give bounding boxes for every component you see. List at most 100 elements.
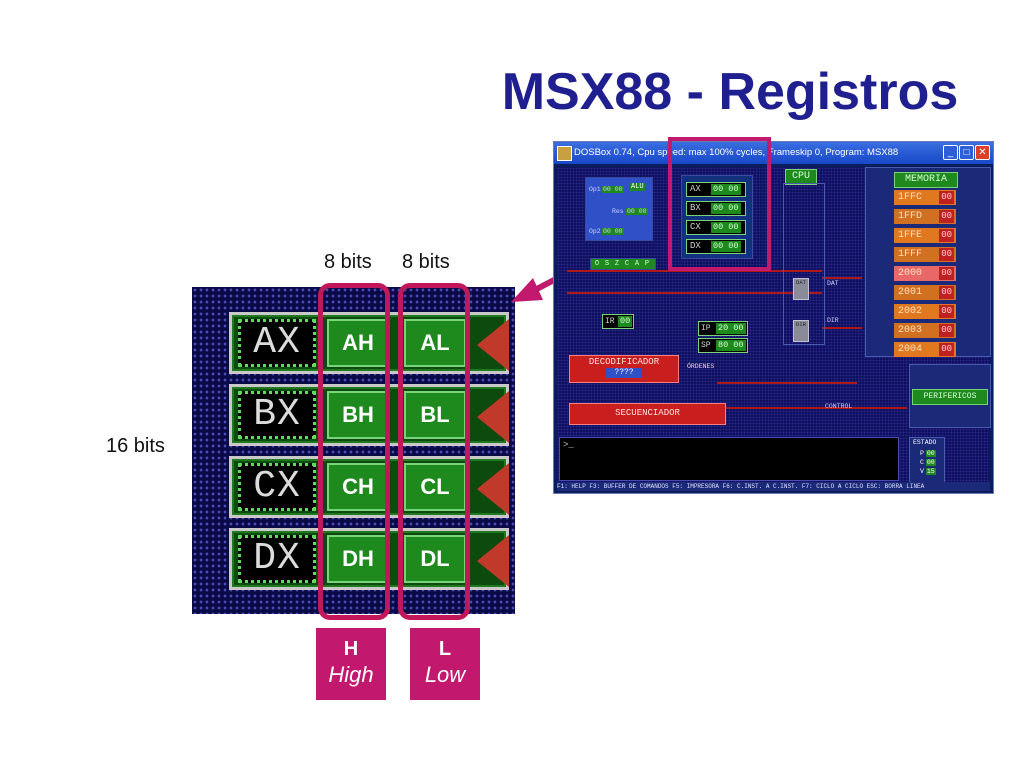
mini-register-name: DX	[690, 241, 701, 251]
ir-name: IR	[605, 317, 615, 326]
maximize-button[interactable]: □	[959, 145, 974, 160]
ordenes-label: ÓRDENES	[687, 363, 715, 370]
memory-address: 2001	[898, 287, 923, 298]
estado-key: C	[920, 459, 924, 466]
register-low-byte: CL	[404, 463, 466, 511]
register-row-dx: DX DH DL	[229, 528, 509, 590]
mini-register-cx: CX 00 00	[686, 220, 746, 235]
mini-register-bx: BX 00 00	[686, 201, 746, 216]
bus-wire	[717, 382, 857, 384]
alu-block: Op1 00 00 ALU Res 00 00 Op2 00 00	[585, 177, 653, 241]
register-low-byte: DL	[404, 535, 466, 583]
register-row-ax: AX AH AL	[229, 312, 509, 374]
dat-bus-label: DAT	[827, 280, 839, 287]
high-byte-column-highlight	[318, 283, 390, 620]
estado-key: P	[920, 450, 924, 457]
memory-address: 2004	[898, 344, 923, 355]
memory-cell: 2000 00	[894, 266, 956, 281]
estado-value: 00	[925, 459, 936, 466]
dosbox-app-icon	[557, 146, 572, 161]
register-low-byte: AL	[404, 319, 466, 367]
memory-address: 2000	[898, 268, 923, 279]
dosbox-window: DOSBox 0.74, Cpu speed: max 100% cycles,…	[553, 137, 994, 494]
op1-value: 00 00	[602, 186, 624, 193]
memory-value: 00	[939, 229, 954, 242]
ip-name: IP	[701, 324, 711, 333]
dosbox-title-text: DOSBox 0.74, Cpu speed: max 100% cycles,…	[574, 147, 899, 158]
memoria-title: MEMORIA	[894, 172, 958, 188]
connector-arrow-icon	[477, 319, 509, 371]
cpu-registers-highlight	[668, 137, 771, 271]
bus-wire	[722, 407, 907, 409]
ir-register: IR 00	[602, 314, 634, 329]
flag-bit: P	[644, 260, 650, 268]
function-key-status-bar: F1: HELP F3: BUFFER DE COMANDOS F5: IMPR…	[557, 482, 990, 491]
sp-name: SP	[701, 341, 711, 350]
high-legend-box: H High	[316, 628, 386, 700]
connector-arrow-icon	[477, 463, 509, 515]
register-name: AX	[238, 319, 316, 367]
bus-wire	[822, 277, 862, 279]
dat-connector: DAT	[793, 278, 809, 300]
decodificador-label: DECODIFICADOR	[588, 357, 660, 367]
estado-title: ESTADO	[913, 439, 937, 446]
low-column-bits-label: 8 bits	[402, 251, 450, 273]
mini-register-name: AX	[690, 184, 701, 194]
flag-bit: A	[634, 260, 640, 268]
high-legend-letter: H	[343, 638, 359, 660]
minimize-button[interactable]: _	[943, 145, 958, 160]
mini-register-name: BX	[690, 203, 701, 213]
slide-title: MSX88 - Registros	[501, 63, 959, 121]
mini-register-dx: DX 00 00	[686, 239, 746, 254]
flag-bit: O	[594, 260, 600, 268]
mini-register-value: 00 00	[711, 184, 741, 195]
memory-address: 2002	[898, 306, 923, 317]
high-column-bits-label: 8 bits	[324, 251, 372, 273]
mini-register-value: 00 00	[711, 241, 741, 252]
command-console[interactable]: >_	[559, 437, 899, 481]
dir-connector: DIR	[793, 320, 809, 342]
memory-value: 00	[939, 267, 954, 280]
register-panel: AX AH AL BX BH BL CX CH CL DX DH DL	[192, 287, 515, 614]
bus-wire	[567, 270, 822, 272]
res-value: 00 00	[626, 208, 648, 215]
connector-arrow-icon	[477, 391, 509, 443]
decodificador-value: ????	[606, 368, 642, 378]
op2-value: 00 00	[602, 228, 624, 235]
mini-register-ax: AX 00 00	[686, 182, 746, 197]
ip-register: IP 20 00	[698, 321, 748, 336]
register-row-cx: CX CH CL	[229, 456, 509, 518]
sp-value: 80 00	[716, 340, 746, 351]
memory-cell: 2002 00	[894, 304, 956, 319]
register-name: BX	[238, 391, 316, 439]
close-button[interactable]: ✕	[975, 145, 990, 160]
high-legend-word: High	[328, 662, 374, 687]
memory-value: 00	[939, 210, 954, 223]
mini-register-value: 00 00	[711, 203, 741, 214]
estado-value: 15	[925, 468, 936, 475]
register-high-byte: AH	[327, 319, 389, 367]
memory-value: 00	[939, 248, 954, 261]
low-legend-letter: L	[438, 638, 452, 660]
dosbox-titlebar[interactable]: DOSBox 0.74, Cpu speed: max 100% cycles,…	[554, 142, 993, 164]
memory-address: 2003	[898, 325, 923, 336]
memory-address: 1FFC	[898, 192, 923, 203]
control-label: CONTROL	[825, 403, 853, 410]
register-high-byte: CH	[327, 463, 389, 511]
console-prompt: >_	[563, 440, 574, 450]
register-name: DX	[238, 535, 316, 583]
ir-value: 00	[618, 316, 633, 327]
flag-bit: Z	[614, 260, 620, 268]
memory-value: 00	[939, 305, 954, 318]
